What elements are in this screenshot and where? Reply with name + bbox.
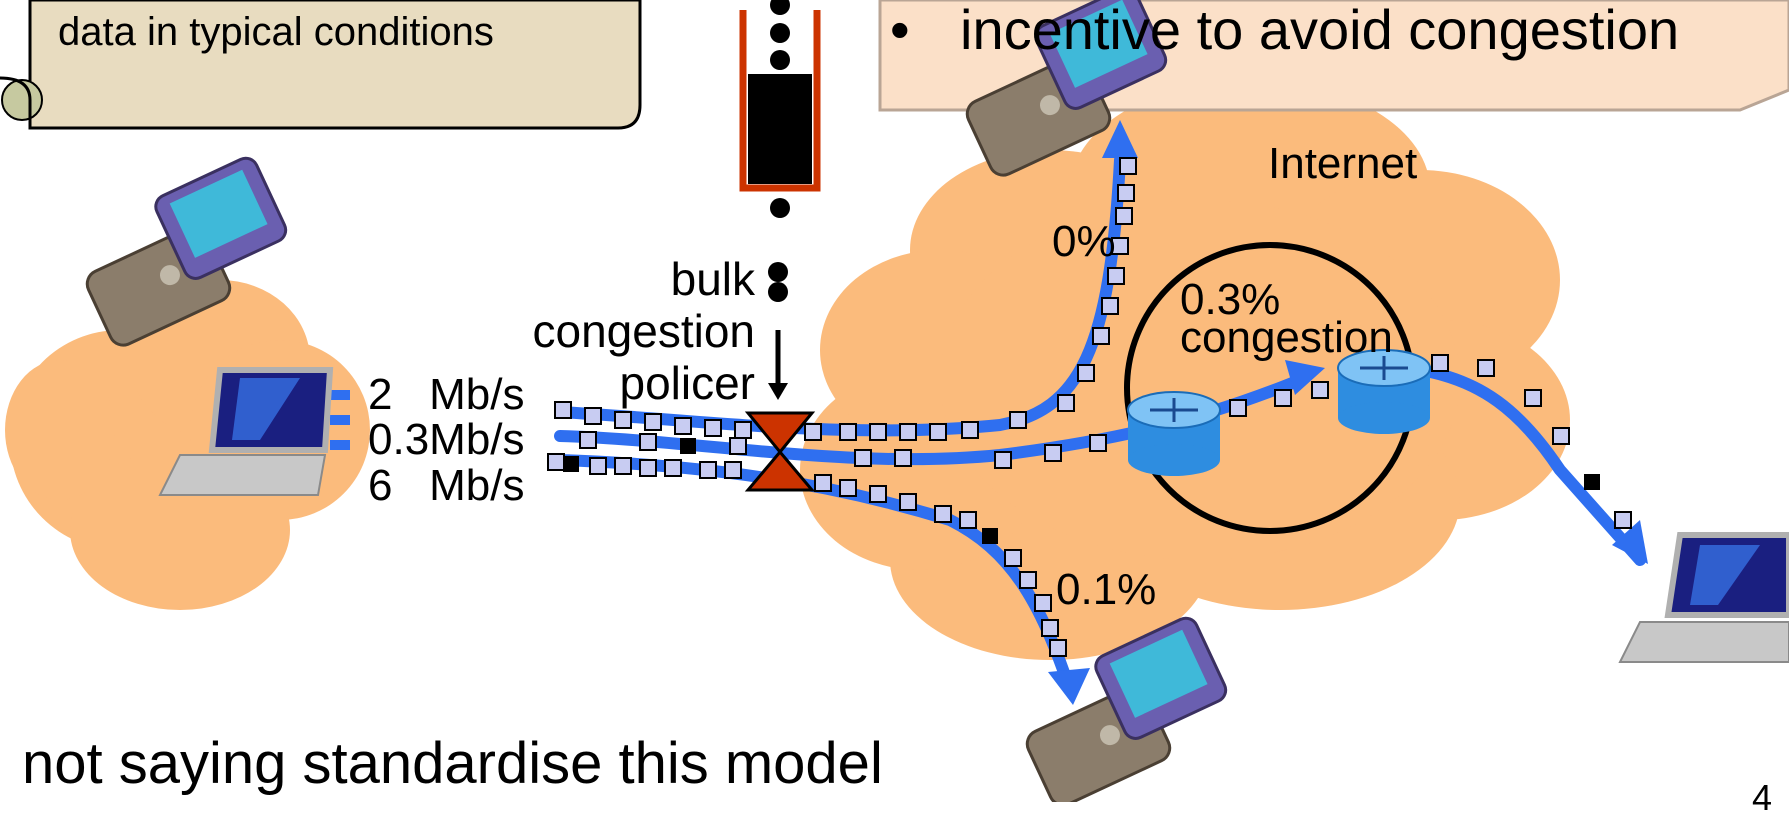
scroll-note — [0, 0, 642, 130]
arrowheads — [1048, 120, 1648, 705]
callout-text: incentive to avoid congestion — [960, 0, 1680, 61]
access-links — [330, 390, 350, 450]
mobile-phone-icon — [85, 156, 288, 347]
mobile-phone-icon — [965, 0, 1168, 177]
policer-label-policer: policer — [619, 357, 755, 409]
footer-text: not saying standardise this model — [22, 731, 883, 796]
slide-number: 4 — [1752, 777, 1773, 818]
mobile-phone-icon — [1025, 616, 1228, 802]
hourglass-policer-icon — [744, 411, 816, 492]
rate-label-1: 2 Mb/s — [368, 370, 525, 419]
bottom-path-congestion: 0.1% — [1056, 565, 1157, 614]
router-icon — [1127, 391, 1221, 476]
policer-label-congestion: congestion — [532, 305, 756, 357]
callout-bullet: • — [890, 0, 910, 61]
laptop-icon — [158, 367, 334, 496]
policer-label-bulk: bulk — [670, 253, 755, 305]
router-icon — [1337, 349, 1431, 434]
scroll-note-text: data in typical conditions — [58, 10, 494, 54]
router-congestion-label: congestion — [1180, 313, 1393, 362]
rate-label-2: 0.3Mb/s — [368, 415, 525, 464]
internet-cloud — [800, 80, 1570, 660]
internet-label: Internet — [1268, 139, 1418, 188]
router-congestion-value: 0.3% — [1180, 275, 1281, 324]
laptop-icon — [1618, 532, 1789, 663]
rate-label-3: 6 Mb/s — [368, 461, 525, 510]
marked-packets — [563, 438, 1600, 544]
top-path-congestion: 0% — [1052, 217, 1116, 266]
policer-queue — [739, 0, 821, 400]
